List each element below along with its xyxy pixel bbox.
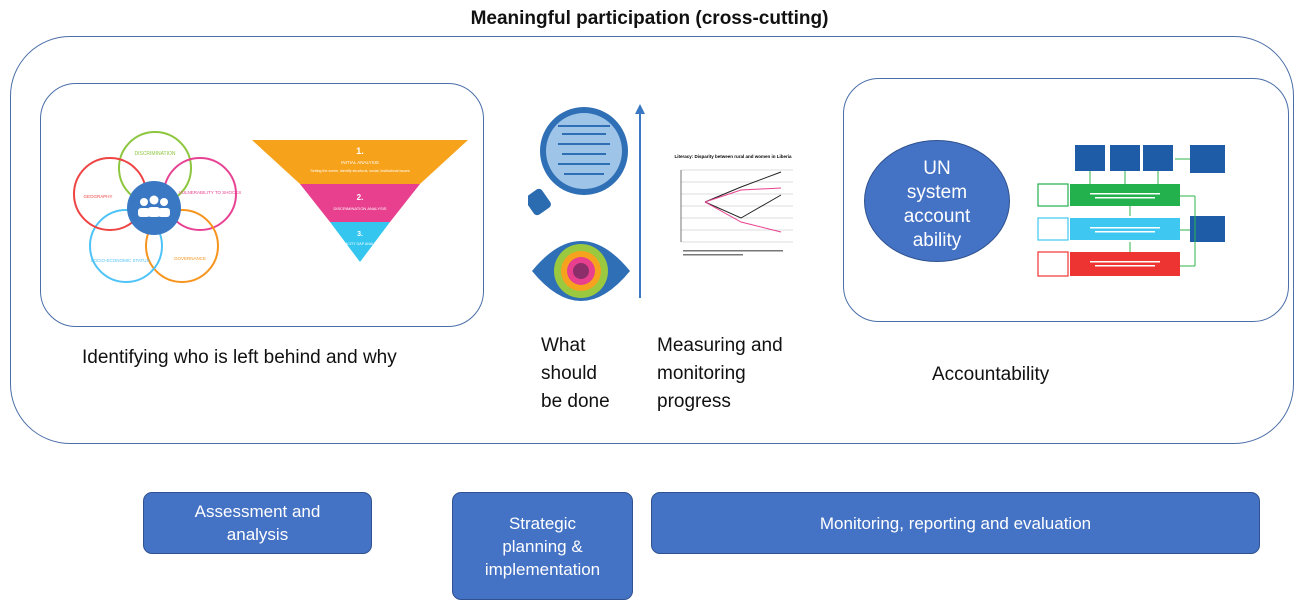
flow-label-green <box>1037 183 1069 207</box>
chart-thumbnail: Literacy: Disparity between rural and wo… <box>674 154 793 256</box>
svg-text:CAPACITY GAP ANALYSIS: CAPACITY GAP ANALYSIS <box>338 242 383 246</box>
flow-bar-red <box>1070 252 1180 276</box>
flow-bar-cyan <box>1070 218 1180 240</box>
svg-text:INITIAL ANALYSIS: INITIAL ANALYSIS <box>341 160 379 165</box>
caption-what-line-3: be done <box>541 391 610 412</box>
flow-box-top-3 <box>1143 145 1173 171</box>
caption-measure-line-2: monitoring <box>657 363 746 384</box>
monitoring-reporting-evaluation-box[interactable]: Monitoring, reporting and evaluation <box>651 492 1260 554</box>
flow-label-cyan <box>1037 217 1069 241</box>
svg-text:Setting the scene, identify st: Setting the scene, identify structural, … <box>310 169 409 173</box>
strategic-planning-box[interactable]: Strategic planning & implementation <box>452 492 633 600</box>
svg-text:Literacy: Disparity between ru: Literacy: Disparity between rural and wo… <box>674 154 792 159</box>
strategic-line-3: implementation <box>484 559 601 579</box>
flow-box-side-1 <box>1190 145 1225 173</box>
flow-label-red <box>1037 251 1069 277</box>
svg-text:1.: 1. <box>356 146 364 156</box>
caption-identifying: Identifying who is left behind and why <box>82 347 397 368</box>
caption-what-line-2: should <box>541 363 597 384</box>
svg-text:2.: 2. <box>357 193 364 202</box>
magnifier-eye-illustration <box>528 107 630 301</box>
flow-box-top-1 <box>1075 145 1105 171</box>
venn-label: GEOGRAPHY <box>83 194 112 199</box>
strategic-line-2: planning & <box>502 536 583 556</box>
venn-circle-socioeconomic <box>89 209 163 283</box>
diagram-title: Meaningful participation (cross-cutting) <box>470 8 829 29</box>
ellipse-line-3: account <box>903 206 971 227</box>
people-icon <box>138 195 170 217</box>
ellipse-line-4: ability <box>912 230 962 251</box>
outer-frame <box>10 36 1294 444</box>
venn-label: GOVERNANCE <box>174 256 206 261</box>
venn-illustration: DISCRIMINATION VULNERABILITY TO SHOCKS G… <box>73 131 242 283</box>
flow-bar-green <box>1070 184 1180 206</box>
assessment-line-1: Assessment and <box>194 502 321 521</box>
caption-measuring: Measuring and monitoring progress <box>657 332 807 416</box>
vertical-arrow-icon <box>635 104 645 298</box>
venn-label: VULNERABILITY TO SHOCKS <box>179 190 242 195</box>
assessment-analysis-box[interactable]: Assessment and analysis <box>143 492 372 554</box>
flow-box-side-2 <box>1190 216 1225 242</box>
un-system-accountability-ellipse: UN system account ability <box>864 140 1010 262</box>
magnifier-handle <box>528 188 551 216</box>
caption-measure-line-1: Measuring and <box>657 335 783 356</box>
ellipse-line-2: system <box>906 182 968 203</box>
funnel-step-3 <box>330 222 390 262</box>
venn-label: SOCIO-ECONOMIC STATUS <box>90 258 149 263</box>
venn-circle-governance <box>145 209 219 283</box>
funnel-step-2 <box>300 184 420 222</box>
flow-box-top-2 <box>1110 145 1140 171</box>
caption-accountability: Accountability <box>932 364 1050 385</box>
svg-text:3.: 3. <box>357 231 363 238</box>
left-panel <box>40 83 484 327</box>
caption-what-should-be-done: What should be done <box>541 332 631 416</box>
ellipse-line-1: UN <box>923 158 951 179</box>
assessment-line-2: analysis <box>226 525 289 544</box>
caption-measure-line-3: progress <box>657 391 731 412</box>
funnel-step-1 <box>252 140 468 184</box>
venn-label: DISCRIMINATION <box>134 151 175 157</box>
right-panel <box>843 78 1289 322</box>
strategic-line-1: Strategic <box>508 513 577 533</box>
caption-what-line-1: What <box>541 335 586 356</box>
svg-text:DISCRIMINATION ANALYSIS: DISCRIMINATION ANALYSIS <box>334 206 387 211</box>
analysis-funnel: 1. INITIAL ANALYSIS Setting the scene, i… <box>252 140 468 262</box>
accountability-flowchart <box>1037 145 1225 277</box>
